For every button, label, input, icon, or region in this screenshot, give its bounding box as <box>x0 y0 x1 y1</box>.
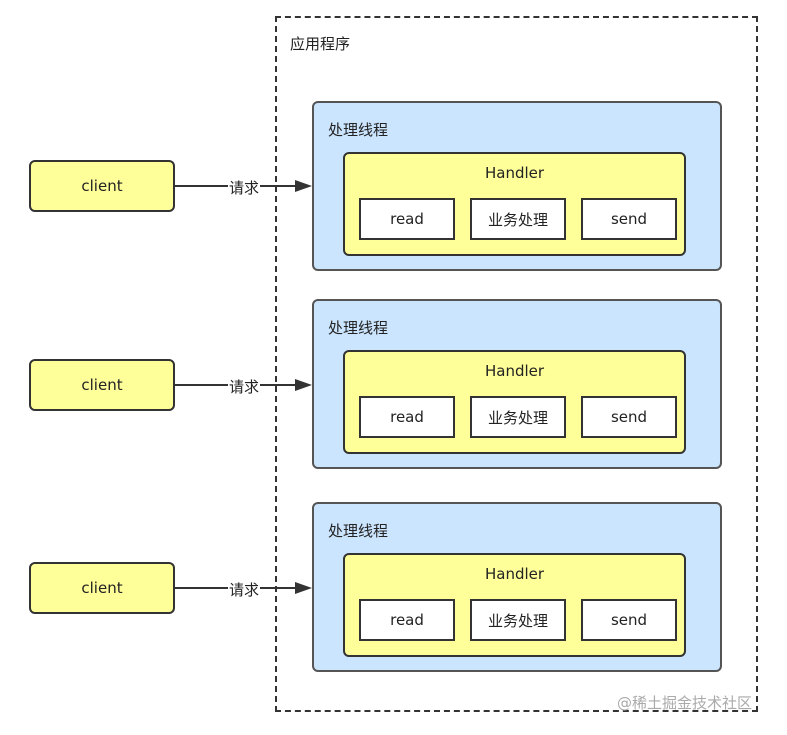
request-label-1: 请求 <box>228 177 261 198</box>
step-send-2: send <box>581 396 677 438</box>
client-node-1: client <box>29 160 175 212</box>
thread-label-2: 处理线程 <box>328 319 389 337</box>
step-send-1: send <box>581 198 677 240</box>
handler-box-3: Handler read 业务处理 send <box>343 553 686 657</box>
step-send-3: send <box>581 599 677 641</box>
request-row-1: client 请求 处理线程 Handler read 业务处理 send <box>0 101 787 276</box>
handler-title-3: Handler <box>484 565 545 583</box>
handler-box-2: Handler read 业务处理 send <box>343 350 686 454</box>
step-read-1: read <box>359 198 455 240</box>
watermark-text: @稀土掘金技术社区 <box>617 694 753 712</box>
thread-box-3: 处理线程 Handler read 业务处理 send <box>312 502 722 672</box>
request-row-3: client 请求 处理线程 Handler read 业务处理 send <box>0 502 787 677</box>
handler-title-1: Handler <box>484 164 545 182</box>
thread-box-1: 处理线程 Handler read 业务处理 send <box>312 101 722 271</box>
thread-label-3: 处理线程 <box>328 522 389 540</box>
application-label: 应用程序 <box>290 35 351 53</box>
request-label-2: 请求 <box>228 376 261 397</box>
request-row-2: client 请求 处理线程 Handler read 业务处理 send <box>0 299 787 474</box>
step-business-2: 业务处理 <box>470 396 566 438</box>
thread-box-2: 处理线程 Handler read 业务处理 send <box>312 299 722 469</box>
client-node-3: client <box>29 562 175 614</box>
step-business-1: 业务处理 <box>470 198 566 240</box>
request-label-3: 请求 <box>228 579 261 600</box>
step-read-2: read <box>359 396 455 438</box>
step-read-3: read <box>359 599 455 641</box>
thread-label-1: 处理线程 <box>328 121 389 139</box>
handler-title-2: Handler <box>484 362 545 380</box>
step-business-3: 业务处理 <box>470 599 566 641</box>
application-boundary <box>275 16 758 712</box>
handler-box-1: Handler read 业务处理 send <box>343 152 686 256</box>
client-node-2: client <box>29 359 175 411</box>
